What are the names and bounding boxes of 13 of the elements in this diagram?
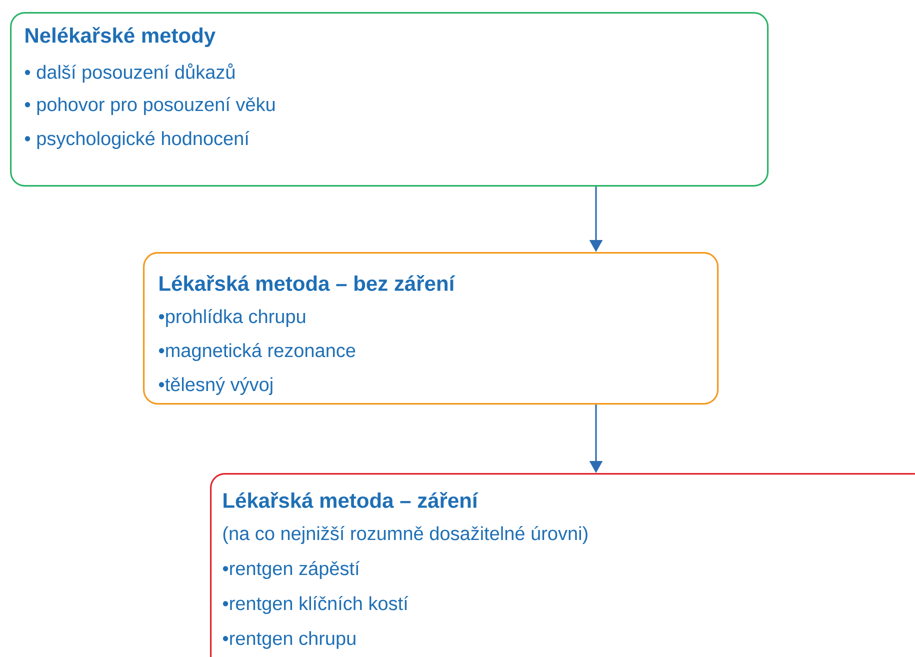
bullet-item: •tělesný vývoj (158, 377, 272, 395)
bullet-item: • další posouzení důkazů (24, 63, 234, 83)
bullet-item: •rentgen zápěstí (222, 561, 360, 579)
bullet-item: •rentgen klíčních kostí (222, 596, 408, 614)
bullet-item: •prohlídka chrupu (158, 309, 306, 327)
box-heading: Lékařská metoda – bez záření (160, 275, 456, 291)
bullet-item: • pohovor pro posouzení věku (24, 97, 275, 115)
bullet-item: •rentgen chrupu (222, 631, 356, 649)
box-heading: Nelékařské metody (26, 26, 216, 48)
box-heading: Lékařská metoda – záření (224, 492, 478, 508)
note-text: (na co nejnižší rozumně dosažitelné úrovni) (223, 526, 588, 544)
bullet-item: •magnetická rezonance (158, 343, 356, 361)
bullet-item: • psychologické hodnocení (24, 131, 250, 149)
